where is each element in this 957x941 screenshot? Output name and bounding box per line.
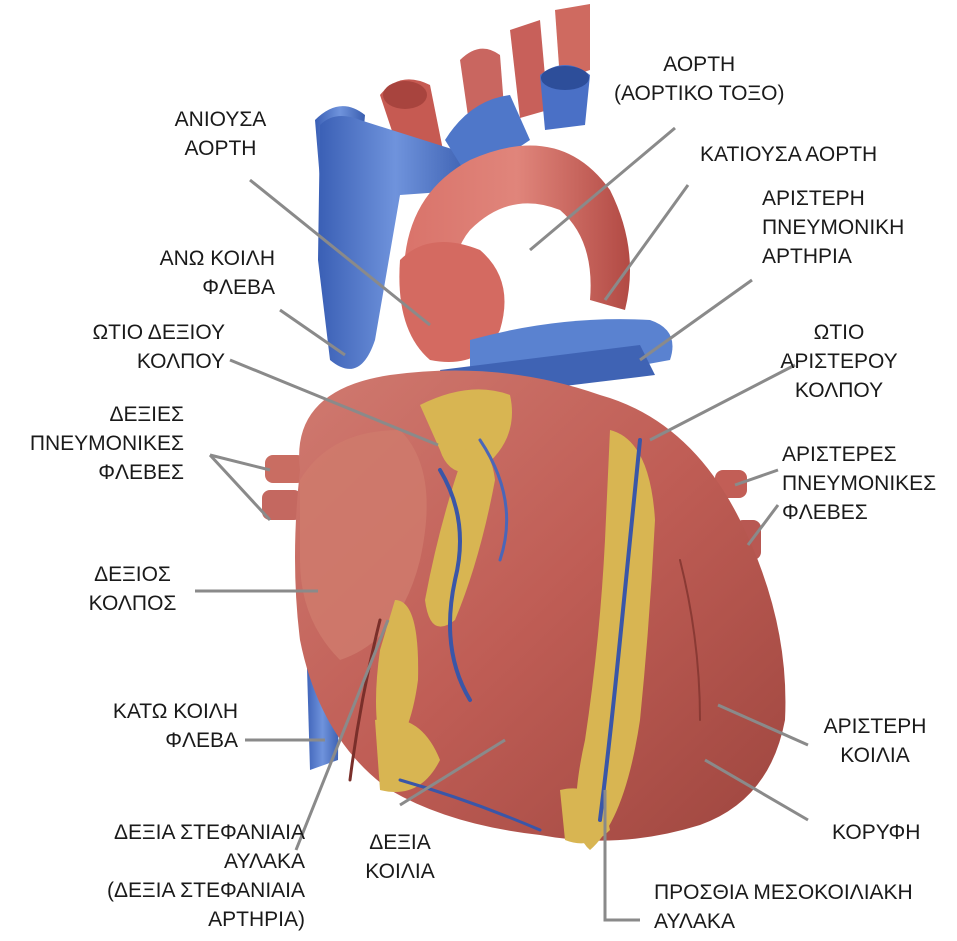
- label-line: ΑΡΤΗΡΙΑ): [60, 905, 305, 934]
- label-anterior-interventricular-sulcus: ΠΡΟΣΘΙΑ ΜΕΣΟΚΟΙΛΙΑΚΗ ΑΥΛΑΚΑ: [654, 878, 913, 936]
- label-superior-vena-cava: ΑΝΩ ΚΟΙΛΗ ΦΛΕΒΑ: [120, 244, 275, 302]
- label-line: ΑΡΙΣΤΕΡΕΣ: [782, 440, 936, 469]
- label-line: (ΔΕΞΙΑ ΣΤΕΦΑΝΙΑΙΑ: [60, 876, 305, 905]
- label-line: ΠΡΟΣΘΙΑ ΜΕΣΟΚΟΙΛΙΑΚΗ: [654, 878, 913, 907]
- label-right-ventricle: ΔΕΞΙΑ ΚΟΙΛΙΑ: [345, 828, 455, 886]
- label-line: ΑΥΛΑΚΑ: [60, 847, 305, 876]
- label-line: ΑΥΛΑΚΑ: [654, 907, 913, 936]
- label-line: ΦΛΕΒΑ: [60, 726, 238, 755]
- label-apex: ΚΟΡΥΦΗ: [832, 818, 920, 847]
- label-line: ΦΛΕΒΕΣ: [782, 498, 936, 527]
- label-line: ΑΟΡΤΗ: [614, 50, 784, 79]
- label-line: ΩΤΙΟ ΔΕΞΙΟΥ: [40, 318, 225, 347]
- label-line: ΠΝΕΥΜΟΝΙΚΗ: [762, 213, 904, 242]
- label-line: ΚΟΛΠΟΥ: [40, 347, 225, 376]
- label-line: ΚΟΙΛΙΑ: [345, 857, 455, 886]
- label-line: ΚΟΡΥΦΗ: [832, 818, 920, 847]
- label-line: ΑΟΡΤΗ: [163, 134, 278, 163]
- label-ascending-aorta: ΑΝΙΟΥΣΑ ΑΟΡΤΗ: [163, 105, 278, 163]
- label-left-pulmonary-veins: ΑΡΙΣΤΕΡΕΣ ΠΝΕΥΜΟΝΙΚΕΣ ΦΛΕΒΕΣ: [782, 440, 936, 527]
- label-line: ΔΕΞΙΑ: [345, 828, 455, 857]
- label-line: ΩΤΙΟ: [780, 318, 898, 347]
- label-left-auricle: ΩΤΙΟ ΑΡΙΣΤΕΡΟΥ ΚΟΛΠΟΥ: [780, 318, 898, 405]
- label-descending-aorta: ΚΑΤΙΟΥΣΑ ΑΟΡΤΗ: [700, 140, 877, 169]
- label-line: ΦΛΕΒΕΣ: [0, 458, 184, 487]
- label-line: ΑΝΙΟΥΣΑ: [163, 105, 278, 134]
- label-line: ΑΡΙΣΤΕΡΟΥ: [780, 347, 898, 376]
- label-line: ΔΕΞΙΑ ΣΤΕΦΑΝΙΑΙΑ: [60, 818, 305, 847]
- label-line: ΚΟΙΛΙΑ: [820, 741, 930, 770]
- label-line: ΚΟΛΠΟΣ: [80, 589, 185, 618]
- label-line: ΑΡΤΗΡΙΑ: [762, 242, 904, 271]
- label-line: ΔΕΞΙΕΣ: [0, 400, 184, 429]
- label-line: ΚΑΤΙΟΥΣΑ ΑΟΡΤΗ: [700, 140, 877, 169]
- label-aorta-arch: ΑΟΡΤΗ (ΑΟΡΤΙΚΟ ΤΟΞΟ): [614, 50, 784, 108]
- label-line: ΦΛΕΒΑ: [120, 273, 275, 302]
- label-line: ΑΡΙΣΤΕΡΗ: [820, 712, 930, 741]
- label-line: ΠΝΕΥΜΟΝΙΚΕΣ: [782, 469, 936, 498]
- label-line: ΠΝΕΥΜΟΝΙΚΕΣ: [0, 429, 184, 458]
- label-line: ΚΑΤΩ ΚΟΙΛΗ: [60, 697, 238, 726]
- label-left-pulmonary-artery: ΑΡΙΣΤΕΡΗ ΠΝΕΥΜΟΝΙΚΗ ΑΡΤΗΡΙΑ: [762, 184, 904, 271]
- label-line: ΑΝΩ ΚΟΙΛΗ: [120, 244, 275, 273]
- label-line: ΑΡΙΣΤΕΡΗ: [762, 184, 904, 213]
- label-left-ventricle: ΑΡΙΣΤΕΡΗ ΚΟΙΛΙΑ: [820, 712, 930, 770]
- label-right-atrium: ΔΕΞΙΟΣ ΚΟΛΠΟΣ: [80, 560, 185, 618]
- label-line: (ΑΟΡΤΙΚΟ ΤΟΞΟ): [614, 79, 784, 108]
- label-line: ΔΕΞΙΟΣ: [80, 560, 185, 589]
- label-line: ΚΟΛΠΟΥ: [780, 376, 898, 405]
- label-right-coronary-sulcus: ΔΕΞΙΑ ΣΤΕΦΑΝΙΑΙΑ ΑΥΛΑΚΑ (ΔΕΞΙΑ ΣΤΕΦΑΝΙΑΙ…: [60, 818, 305, 934]
- label-inferior-vena-cava: ΚΑΤΩ ΚΟΙΛΗ ΦΛΕΒΑ: [60, 697, 238, 755]
- label-right-pulmonary-veins: ΔΕΞΙΕΣ ΠΝΕΥΜΟΝΙΚΕΣ ΦΛΕΒΕΣ: [0, 400, 184, 487]
- label-right-auricle: ΩΤΙΟ ΔΕΞΙΟΥ ΚΟΛΠΟΥ: [40, 318, 225, 376]
